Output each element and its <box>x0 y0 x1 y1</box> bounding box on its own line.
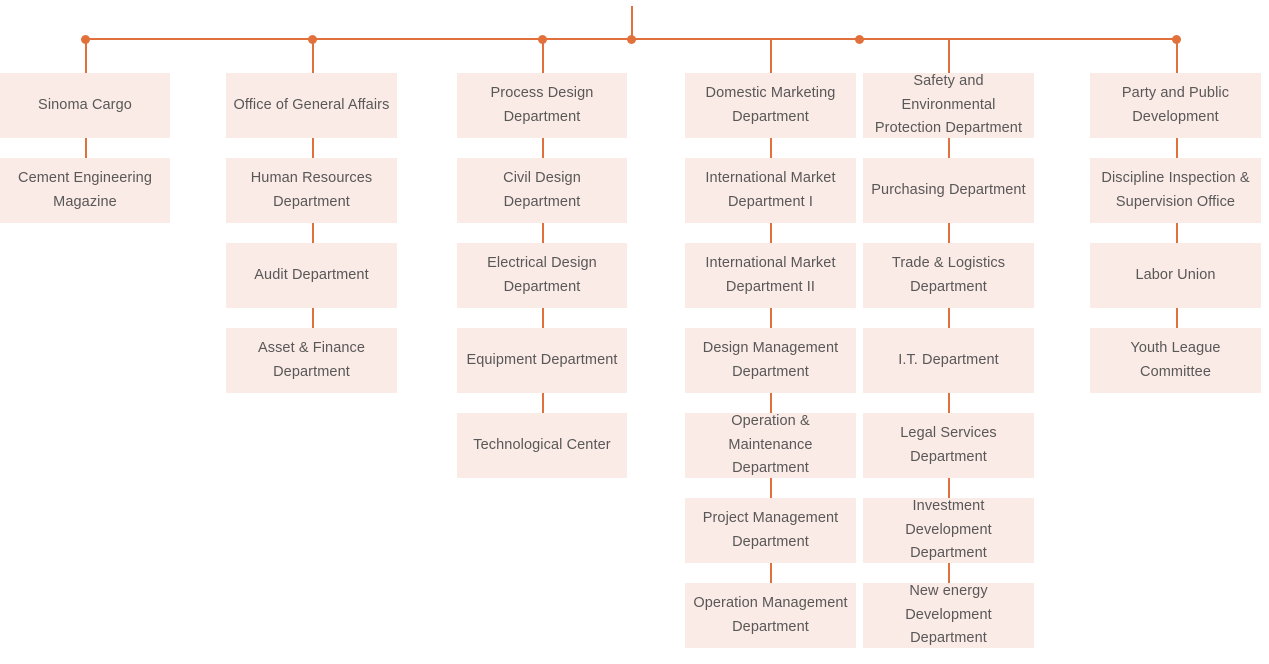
org-node[interactable]: Design Management Department <box>685 328 856 393</box>
org-node[interactable]: Discipline Inspection & Supervision Offi… <box>1090 158 1261 223</box>
org-node-label: Youth League Committee <box>1130 340 1221 380</box>
node-link-connector <box>770 478 772 498</box>
org-node-label: Party and Public Development <box>1121 85 1230 125</box>
node-link-connector <box>770 393 772 413</box>
column-drop-connector <box>85 38 87 73</box>
org-node-label: Design Management Department <box>702 340 839 380</box>
org-node-label: I.T. Department <box>898 351 999 368</box>
node-link-connector <box>542 223 544 243</box>
org-node-label: Civil Design Department <box>503 170 581 210</box>
node-link-connector <box>948 393 950 413</box>
rail-node-dot-5[interactable] <box>854 34 864 44</box>
node-link-connector <box>1176 308 1178 328</box>
org-node[interactable]: Domestic Marketing Department <box>685 73 856 138</box>
node-link-connector <box>542 393 544 413</box>
org-node[interactable]: Purchasing Department <box>863 158 1034 223</box>
column-drop-connector <box>542 38 544 73</box>
org-node-label: Legal Services Department <box>900 425 997 465</box>
node-link-connector <box>948 308 950 328</box>
org-node[interactable]: Office of General Affairs <box>226 73 397 138</box>
node-link-connector <box>312 138 314 158</box>
org-node[interactable]: Project Management Department <box>685 498 856 563</box>
column-drop-connector <box>948 38 950 73</box>
column-drop-connector <box>1176 38 1178 73</box>
org-node-label: International Market Department II <box>705 255 836 295</box>
org-node-label: Project Management Department <box>702 510 839 550</box>
org-node[interactable]: International Market Department I <box>685 158 856 223</box>
node-link-connector <box>542 308 544 328</box>
org-node[interactable]: I.T. Department <box>863 328 1034 393</box>
org-node-label: Office of General Affairs <box>233 96 390 113</box>
org-node-label: Process Design Department <box>490 85 594 125</box>
org-node[interactable]: Investment Development Department <box>863 498 1034 563</box>
node-link-connector <box>770 138 772 158</box>
org-node[interactable]: Party and Public Development <box>1090 73 1261 138</box>
org-node[interactable]: Asset & Finance Department <box>226 328 397 393</box>
org-node-label: Discipline Inspection & Supervision Offi… <box>1101 170 1250 210</box>
node-link-connector <box>85 138 87 158</box>
org-node-label: International Market Department I <box>705 170 836 210</box>
org-node[interactable]: Operation Management Department <box>685 583 856 648</box>
org-node-label: Technological Center <box>473 436 611 453</box>
node-link-connector <box>948 223 950 243</box>
org-node[interactable]: Legal Services Department <box>863 413 1034 478</box>
org-node[interactable]: New energy Development Department <box>863 583 1034 648</box>
org-node-label: New energy Development Department <box>905 583 992 647</box>
org-node-label: Electrical Design Department <box>487 255 597 295</box>
org-node-label: Investment Development Department <box>905 498 992 562</box>
node-link-connector <box>312 223 314 243</box>
org-node[interactable]: Audit Department <box>226 243 397 308</box>
org-node[interactable]: Trade & Logistics Department <box>863 243 1034 308</box>
node-link-connector <box>1176 138 1178 158</box>
org-node-label: Asset & Finance Department <box>257 340 366 380</box>
org-node-label: Operation & Maintenance Department <box>728 413 813 477</box>
org-node[interactable]: Human Resources Department <box>226 158 397 223</box>
org-node-label: Labor Union <box>1135 266 1216 283</box>
org-node[interactable]: Civil Design Department <box>457 158 627 223</box>
node-link-connector <box>948 478 950 498</box>
org-node-label: Safety and Environmental Protection Depa… <box>874 73 1023 137</box>
org-node-label: Human Resources Department <box>250 170 373 210</box>
org-node[interactable]: Sinoma Cargo <box>0 73 170 138</box>
org-node-label: Audit Department <box>254 266 369 283</box>
org-node[interactable]: Operation & Maintenance Department <box>685 413 856 478</box>
node-link-connector <box>770 308 772 328</box>
node-link-connector <box>1176 223 1178 243</box>
column-drop-connector <box>770 38 772 73</box>
org-node-label: Sinoma Cargo <box>38 96 132 113</box>
org-node[interactable]: Safety and Environmental Protection Depa… <box>863 73 1034 138</box>
column-drop-connector <box>312 38 314 73</box>
node-link-connector <box>948 138 950 158</box>
org-node[interactable]: Process Design Department <box>457 73 627 138</box>
rail-node-dot-4[interactable] <box>626 34 636 44</box>
node-link-connector <box>948 563 950 583</box>
org-node[interactable]: International Market Department II <box>685 243 856 308</box>
node-link-connector <box>542 138 544 158</box>
org-node-label: Equipment Department <box>466 351 618 368</box>
org-node-label: Domestic Marketing Department <box>705 85 836 125</box>
parent-link-stub <box>631 6 633 38</box>
org-node-label: Cement Engineering Magazine <box>18 170 152 210</box>
org-node-label: Trade & Logistics Department <box>891 255 1006 295</box>
org-node[interactable]: Cement Engineering Magazine <box>0 158 170 223</box>
node-link-connector <box>770 223 772 243</box>
org-node-label: Purchasing Department <box>871 181 1026 198</box>
node-link-connector <box>770 563 772 583</box>
org-node[interactable]: Equipment Department <box>457 328 627 393</box>
org-node-label: Operation Management Department <box>693 595 848 635</box>
node-link-connector <box>312 308 314 328</box>
org-node[interactable]: Youth League Committee <box>1090 328 1261 393</box>
org-node[interactable]: Electrical Design Department <box>457 243 627 308</box>
org-node[interactable]: Technological Center <box>457 413 627 478</box>
org-node[interactable]: Labor Union <box>1090 243 1261 308</box>
